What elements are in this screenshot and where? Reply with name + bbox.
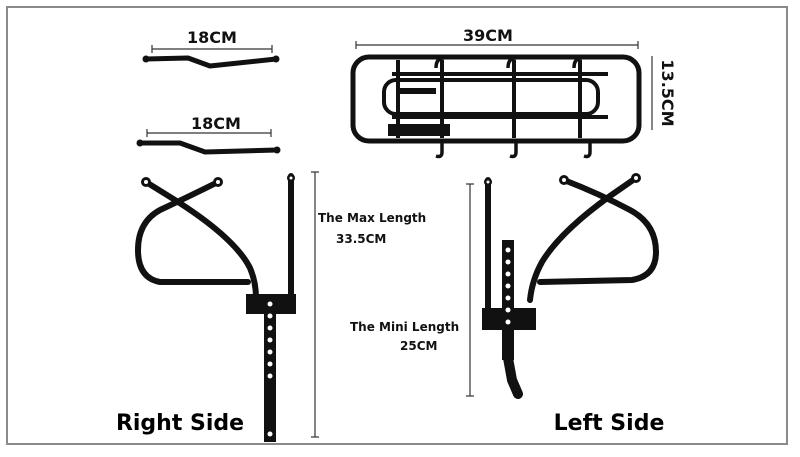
right-side-caption: Right Side	[116, 411, 244, 436]
max-length-value: 33.5CM	[336, 232, 386, 246]
left-side-support-part	[482, 173, 659, 399]
lower-strut-part	[136, 129, 281, 155]
rack-width-label: 13.5CM	[658, 59, 677, 126]
upper-strut-length-label: 18CM	[187, 28, 237, 47]
max-length-title: The Max Length	[318, 211, 426, 225]
rack-platform-part	[350, 41, 653, 159]
lower-strut-length-label: 18CM	[191, 114, 241, 133]
rack-length-label: 39CM	[463, 26, 513, 45]
upper-strut-part	[142, 45, 280, 69]
photo-frame	[6, 6, 788, 445]
mini-length-value: 25CM	[400, 339, 437, 353]
left-side-caption: Left Side	[554, 411, 665, 436]
right-side-support-part	[135, 173, 296, 442]
mini-length-title: The Mini Length	[350, 320, 459, 334]
